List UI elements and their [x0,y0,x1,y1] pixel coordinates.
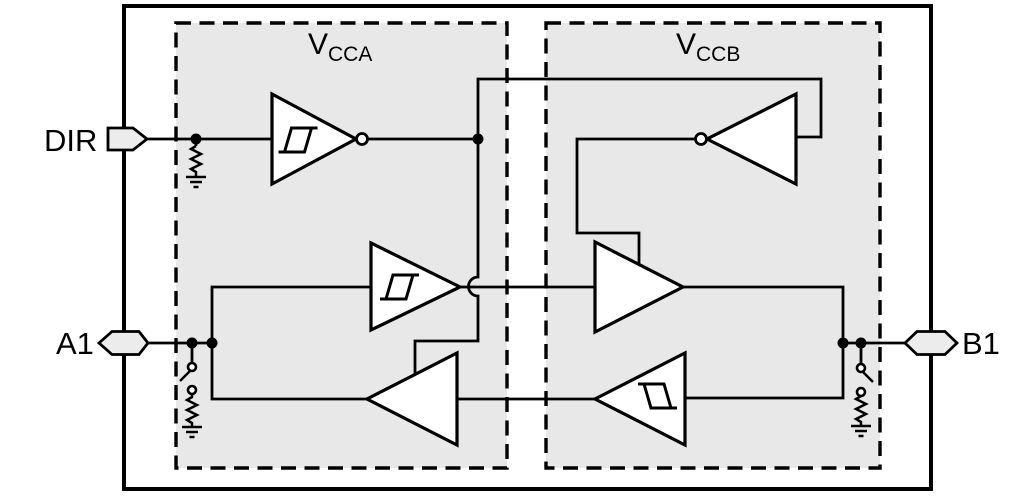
dir-schmitt-inverter-icon [270,91,360,187]
b1-switch-contact-bottom [855,386,867,398]
b1-pin [902,330,960,356]
a-schmitt-hysteresis-icon [380,273,419,301]
vccb-inverter-bubble-icon [694,132,708,146]
a1-bus-junction [206,337,218,349]
b-output-buffer-icon [593,239,687,335]
vccb-label: VCCB [676,28,740,66]
dir-hysteresis-icon [278,126,318,154]
vcca-label-main: V [308,28,328,61]
b1-bus-junction [837,337,849,349]
a1-ground-icon [182,425,202,439]
b1-switch-blade [862,371,874,383]
a1-switch-contact-bottom [186,384,198,396]
b1-switch-contact-top [855,362,867,374]
dir-pulldown-junction [190,133,202,145]
vccb-label-main: V [676,28,696,61]
b-schmitt-stage-icon [591,350,687,448]
a1-pin [96,330,150,356]
dir-fanout-junction [472,133,484,145]
dir-pin-label: DIR [44,123,97,158]
a-driver-enable-wire [413,139,480,375]
b1-pulldown-resistor [853,394,869,426]
vccb-inverter-icon [703,91,798,187]
b1-pulldown-junction [855,337,867,349]
dir-pin [106,126,150,152]
b-schmitt-hysteresis-icon [638,382,677,410]
a1-switch-contact-top [186,361,198,373]
b-driver-enable-wire [575,137,696,266]
dir-ground-icon [186,175,206,189]
a-schmitt-buffer-icon [369,240,464,333]
vcca-label: VCCA [308,28,372,66]
dir-pulldown-resistor [188,144,204,177]
a1-pulldown-junction [186,337,198,349]
b1-ground-icon [851,424,871,438]
a-output-buffer-icon [363,350,459,448]
dir-to-vccb-inverter-wire [476,77,823,139]
b1-pin-label: B1 [962,326,1000,361]
device-boundary [122,4,933,491]
vccb-label-sub: CCB [696,43,740,66]
a1-pulldown-resistor [184,394,200,427]
dir-inverter-bubble-icon [355,132,369,146]
vcca-label-sub: CCA [328,43,372,66]
a1-switch-blade [179,370,191,382]
a1-pin-label: A1 [56,326,94,361]
